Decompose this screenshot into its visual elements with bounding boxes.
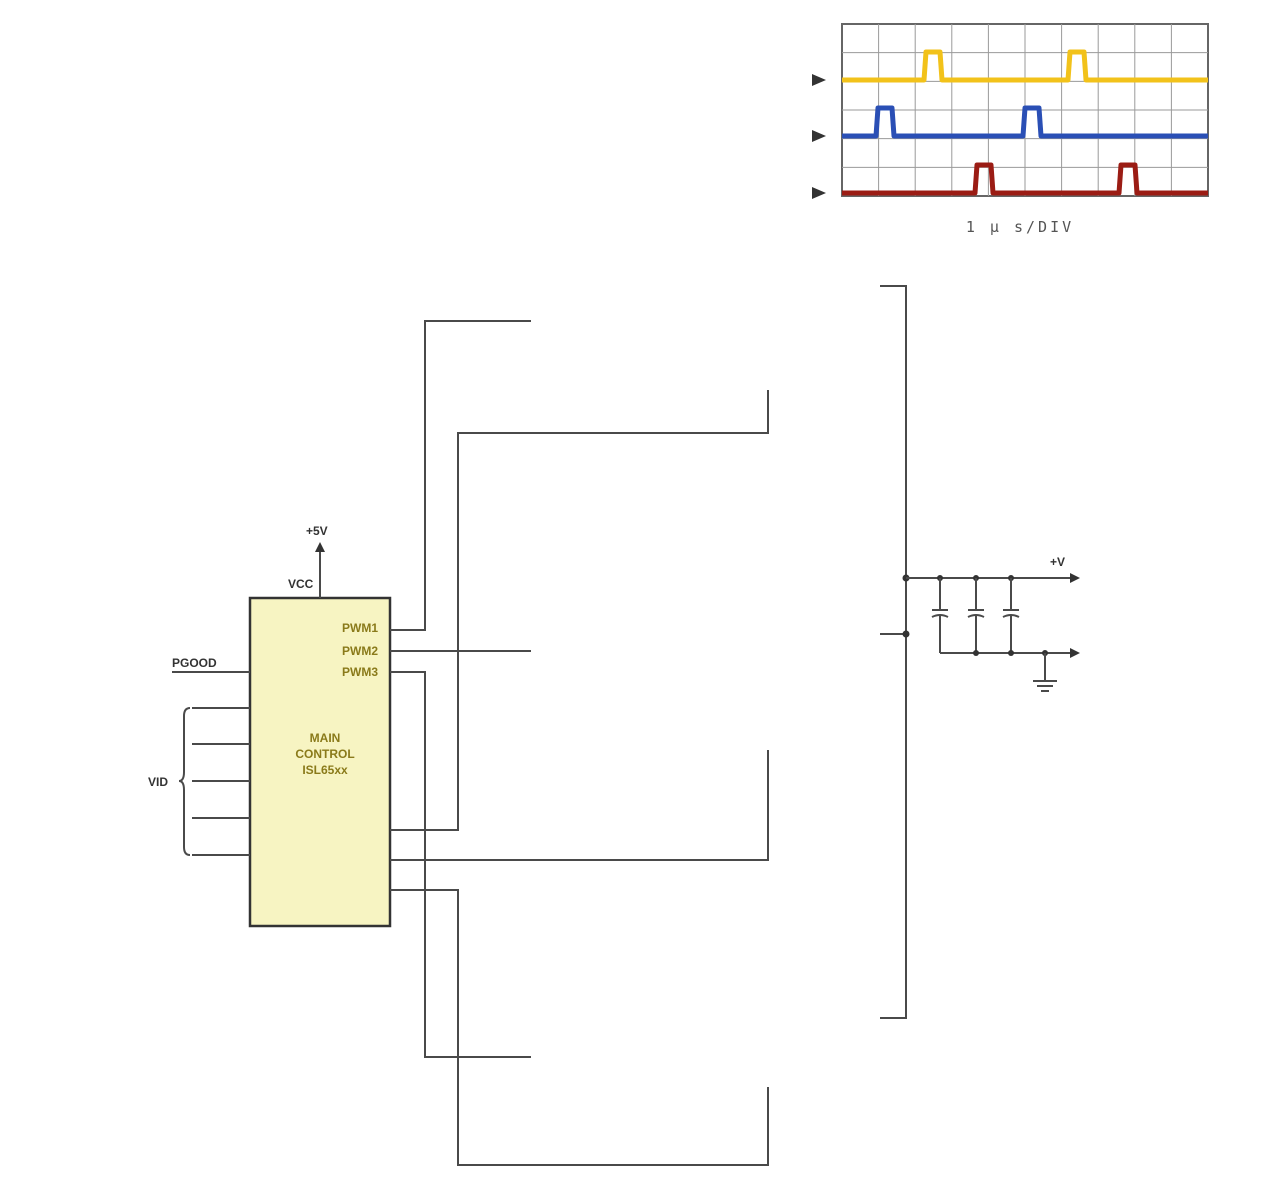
output-capacitor-3 bbox=[1002, 575, 1020, 656]
interconnect-wires bbox=[390, 320, 769, 1166]
output-bus-wire bbox=[880, 285, 907, 1019]
pwm1-pin-label: PWM1 bbox=[342, 621, 378, 635]
current-sense-2-wire bbox=[390, 750, 769, 861]
trace-2-marker-icon bbox=[812, 130, 826, 142]
vid-brace bbox=[178, 707, 191, 856]
scope-traces bbox=[842, 49, 1208, 196]
output-capacitor-2 bbox=[967, 575, 985, 656]
main-control-block: MAIN CONTROL ISL65xx PWM1 PWM2 PWM3 VCC … bbox=[148, 524, 392, 928]
output-voltage-label: +V bbox=[1050, 555, 1065, 569]
ground-arrow-icon bbox=[1070, 648, 1080, 658]
pwm1-wire bbox=[390, 320, 531, 631]
pwm3-pin-label: PWM3 bbox=[342, 665, 378, 679]
output-ground-icon bbox=[1033, 650, 1057, 692]
pwm2-pin-label: PWM2 bbox=[342, 644, 378, 658]
phase-2-waveform bbox=[842, 105, 1208, 139]
main-vcc-label: VCC bbox=[288, 577, 314, 591]
vid-bus bbox=[178, 707, 250, 856]
trace-1-marker-icon bbox=[812, 74, 826, 86]
main-supply-arrow-icon bbox=[315, 542, 325, 552]
trace-3-marker-icon bbox=[812, 187, 826, 199]
phase-3-waveform bbox=[842, 162, 1208, 196]
output-capacitor-1 bbox=[931, 575, 949, 653]
scope-grid bbox=[842, 24, 1208, 196]
scope-scale-label: 1 μ s/DIV bbox=[966, 218, 1074, 236]
oscilloscope-inset: 1 μ s/DIV bbox=[812, 23, 1209, 236]
main-control-label-line3: ISL65xx bbox=[302, 763, 348, 777]
current-sense-3-wire bbox=[390, 889, 769, 1166]
main-control-label-line2: CONTROL bbox=[295, 747, 354, 761]
current-sense-1-wire bbox=[390, 390, 769, 831]
main-control-ic bbox=[248, 596, 392, 928]
main-supply-label: +5V bbox=[306, 524, 328, 538]
output-stage: +V bbox=[880, 285, 1080, 1019]
vid-label: VID bbox=[148, 775, 168, 789]
pgood-label: PGOOD bbox=[172, 656, 217, 670]
output-arrow-icon bbox=[1070, 573, 1080, 583]
phase-1-waveform bbox=[842, 49, 1208, 83]
pwm3-wire bbox=[390, 671, 531, 1058]
main-control-label-line1: MAIN bbox=[310, 731, 341, 745]
